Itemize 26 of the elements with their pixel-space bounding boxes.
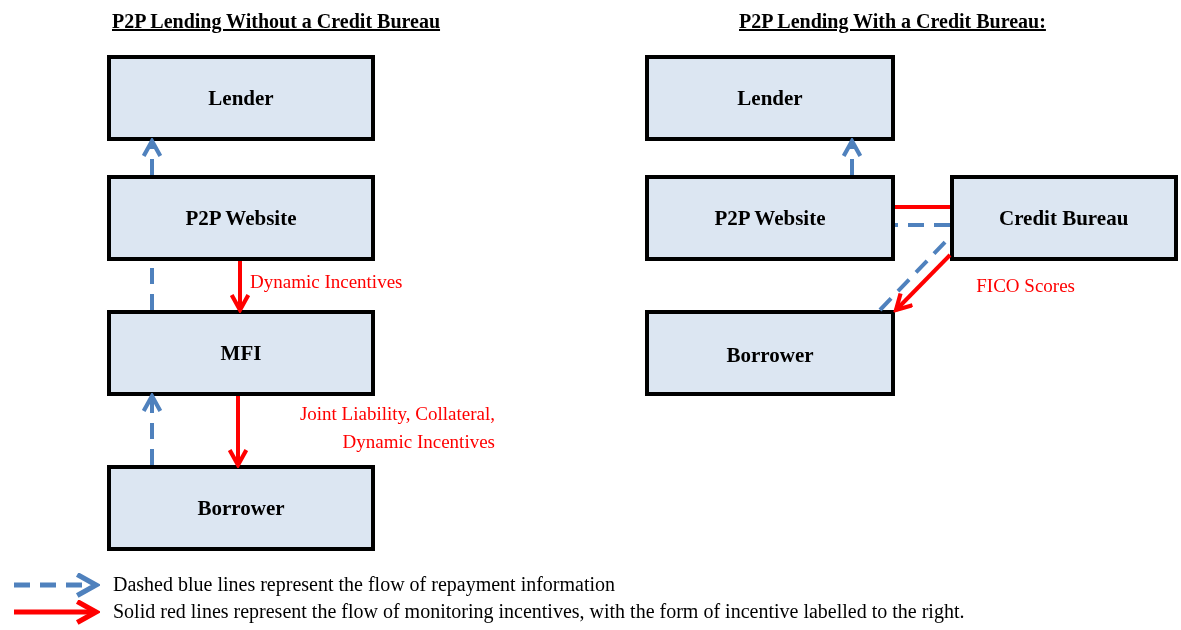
process-box: [645, 310, 895, 396]
process-box: [107, 310, 375, 396]
edge-label: Dynamic Incentives: [250, 270, 404, 294]
process-box: [107, 55, 375, 141]
node-label: Borrower: [726, 343, 814, 368]
arrow: [893, 253, 952, 313]
node-label: MFI: [220, 340, 262, 366]
arrow: [229, 261, 251, 313]
process-box: [950, 175, 1178, 261]
process-box: [645, 175, 895, 261]
node-label: Lender: [208, 85, 274, 111]
process-box: [645, 55, 895, 141]
legend-text: Solid red lines represent the flow of monitoring incentives, with the form of incentive labelled to the right.: [113, 600, 965, 623]
panel-title: P2P Lending With a Credit Bureau:: [739, 10, 1046, 33]
node-label: P2P Website: [714, 205, 826, 231]
node-label: Borrower: [197, 495, 285, 521]
panel-title: P2P Lending Without a Credit Bureau: [112, 10, 441, 33]
arrow: [227, 396, 249, 468]
node-label: Credit Bureau: [999, 205, 1129, 231]
process-box: [107, 175, 375, 261]
edge-label: Joint Liability, Collateral, Dynamic Incentives: [298, 402, 495, 454]
node-label: Lender: [737, 85, 803, 111]
legend-text: Dashed blue lines represent the flow of repayment information: [113, 573, 616, 596]
process-box: [107, 465, 375, 551]
edge-label: FICO Scores: [975, 274, 1075, 298]
node-label: P2P Website: [185, 205, 297, 231]
